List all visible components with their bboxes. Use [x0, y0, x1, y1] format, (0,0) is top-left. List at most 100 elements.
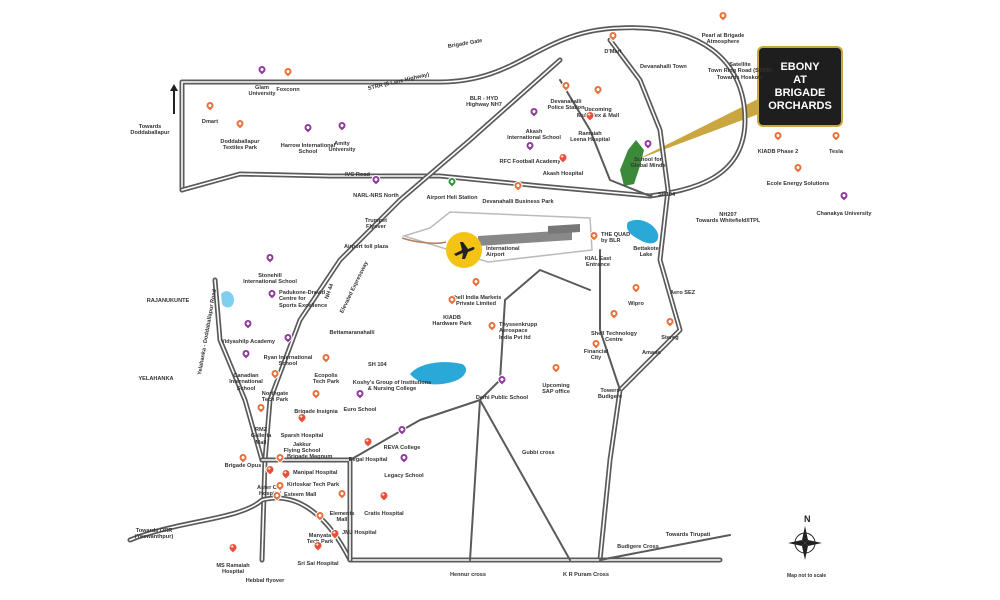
- place-label-global-minds: School for Global Minds: [630, 157, 666, 170]
- place-label-sri-sai: Sri Sai Hospital: [297, 561, 339, 567]
- runway-2: [548, 224, 580, 234]
- place-label-towers: Towers Budigere: [597, 388, 623, 401]
- place-label-heli: Airport Heli Station: [426, 195, 478, 201]
- arrow-up-stem: [173, 90, 175, 114]
- project-site: [620, 140, 644, 186]
- place-label-nh207: NH207 Towards Whitefield/ITPL: [695, 212, 761, 225]
- place-label-sh104b: SH 104: [368, 362, 387, 368]
- road-network: [127, 25, 748, 563]
- place-label-amity: Amity University: [328, 141, 356, 154]
- place-label-reva: REVA College: [383, 445, 421, 451]
- callout-line-2: AT: [793, 73, 807, 86]
- place-label-northgate: Northgate Tech Park: [261, 391, 289, 404]
- place-label-thyssen: Thyssenkrupp Aerospace India Pvt ltd: [499, 322, 538, 341]
- place-label-canadian: Canadian International School: [229, 373, 263, 392]
- place-label-dps: Delhi Public School: [475, 395, 529, 401]
- place-label-quad: THE QUAD by BLR: [601, 232, 631, 245]
- place-label-dodda-textiles: Doddaballapur Textiles Park: [220, 139, 260, 152]
- place-label-ivc: IVC Road: [345, 172, 370, 178]
- place-label-devanahalli-town: Devanahalli Town: [640, 64, 687, 70]
- place-label-harrow: Harrow International School: [280, 143, 336, 156]
- place-label-opus: Brigade Opus: [224, 463, 262, 469]
- project-callout[interactable]: EBONY AT BRIGADE ORCHARDS: [757, 46, 843, 127]
- place-label-dmart: D'Mart: [604, 49, 622, 55]
- place-label-ramaiah-leena: Ramaiah Leena Hospital: [570, 131, 610, 144]
- place-label-koshys: Koshy's Group of Institutions & Nursing …: [352, 380, 432, 393]
- place-label-wipro: Wipro: [628, 301, 644, 307]
- place-label-kial: KIAL East Entrance: [584, 256, 612, 269]
- place-label-sparsh: Sparsh Hospital: [280, 433, 324, 439]
- place-label-stonehill: Stonehill International School: [243, 273, 297, 286]
- place-label-tirupati: Towards Tirupati: [665, 532, 711, 538]
- place-label-financial: Financial City: [583, 349, 609, 362]
- place-label-foxconn: Foxconn: [276, 87, 300, 93]
- place-label-regal: Regal Hospital: [348, 457, 388, 463]
- place-label-tesla: Tesla: [829, 149, 843, 155]
- place-label-vidyashilp: Vidyashilp Academy: [220, 339, 276, 345]
- place-label-trumpet: Trumpet Flyover: [364, 218, 388, 231]
- place-label-narl: NARL-NRS North: [353, 193, 399, 199]
- arrow-up-icon: [170, 84, 178, 91]
- scale-note: Map not to scale: [787, 573, 827, 579]
- compass-icon: [788, 526, 822, 560]
- place-label-legacy: Legacy School: [384, 473, 424, 479]
- place-label-chanakya: Chanakya University: [816, 211, 872, 217]
- place-label-multiplex: Upcoming Multiplex & Mall: [577, 107, 620, 120]
- place-label-akash-school: Akash International School: [507, 129, 561, 142]
- place-label-jakkur: Jakkur Flying School: [283, 442, 321, 455]
- minor-roads: [349, 79, 731, 561]
- callout-line-4: ORCHARDS: [768, 99, 832, 112]
- place-label-dmart2: Dmart: [201, 119, 219, 125]
- place-label-pearl: Pearl at Brigade Atmosphere: [701, 33, 745, 46]
- place-label-satellite: Satellite Town Ring Road (STRR) Towards …: [707, 62, 773, 81]
- lake-bettakote: [626, 219, 659, 244]
- place-label-akash-hosp: Akash Hospital: [542, 171, 584, 177]
- place-label-rfc: RFC Football Academy: [499, 159, 561, 165]
- place-label-kirloskar: Kirloskar Tech Park: [287, 482, 340, 488]
- place-label-bettakote: Bettakote Lake: [633, 246, 659, 259]
- place-label-hebbal: Hebbal flyover: [245, 578, 285, 584]
- place-label-amada: Amada: [642, 350, 661, 356]
- place-label-euro: Euro School: [343, 407, 377, 413]
- place-label-ecole: Ecole Energy Solutions: [766, 181, 830, 187]
- place-label-sap: Upcoming SAP office: [542, 383, 570, 396]
- place-label-elements: Elements Mall: [329, 511, 355, 524]
- place-label-hennur: Hennur cross: [449, 572, 487, 578]
- airport-plane-icon: [446, 232, 482, 268]
- place-label-kiadb2: KIADB Phase 2: [757, 149, 799, 155]
- place-label-yelahanka: YELAHANKA: [138, 376, 174, 382]
- place-label-kiadb-hw: KIADB Hardware Park: [432, 315, 472, 328]
- place-label-shell-india: Shell India Markets Private Limited: [450, 295, 502, 308]
- place-label-bettamaranahalli: Bettamaranahalli: [329, 330, 375, 336]
- place-label-gubbi: Gubbi cross: [522, 450, 555, 456]
- lake-sh104: [410, 362, 467, 385]
- place-label-kr-puram: K R Puram Cross: [562, 572, 610, 578]
- place-label-towards-dodda: Towards Doddaballapur: [130, 124, 170, 137]
- callout-line-3: BRIGADE: [774, 86, 826, 99]
- place-label-jmj: JMJ Hospital: [342, 530, 377, 536]
- place-label-manipal: Manipal Hospital: [293, 470, 338, 476]
- airport-label: International Airport: [486, 246, 520, 259]
- place-label-cratis: Cratis Hospital: [364, 511, 404, 517]
- place-label-dev-police: Devanahalli Police Station: [547, 99, 585, 112]
- place-label-magnum: Brigade Magnum: [287, 454, 333, 460]
- place-label-rmz: RMZ Galleria Mall: [250, 427, 272, 446]
- place-label-blr-hyd: BLR - HYD Highway NH7: [466, 96, 502, 109]
- place-label-shell-tech: Shell Technology Centre: [591, 331, 637, 344]
- place-label-insignia: Brigade Insignia: [294, 409, 338, 415]
- place-label-sh104a: SH104: [658, 192, 676, 198]
- place-label-glam: Glam University: [248, 85, 276, 98]
- place-label-ms-ramaiah: MS Ramaiah Hospital: [216, 563, 250, 576]
- place-label-orr: Towards ORR (Yeswanthpur): [134, 528, 174, 541]
- place-label-dev-biz: Devanahalli Business Park: [482, 199, 554, 205]
- place-label-esteem: Esteem Mall: [284, 492, 317, 498]
- lake-vidyashilp: [221, 291, 234, 308]
- place-label-padukone: Padukone-Dravid Centre for Sports Excell…: [279, 290, 328, 309]
- compass-north-label: N: [804, 514, 811, 524]
- place-label-sterreg: Stereg: [661, 335, 679, 341]
- airport-approach: [401, 237, 447, 244]
- place-label-rajanukunte: RAJANUKUNTE: [146, 298, 190, 304]
- callout-line-1: EBONY: [780, 60, 820, 73]
- place-label-ecopolis: Ecopolis Tech Park: [312, 373, 340, 386]
- place-label-toll: Airport toll plaza: [344, 244, 389, 250]
